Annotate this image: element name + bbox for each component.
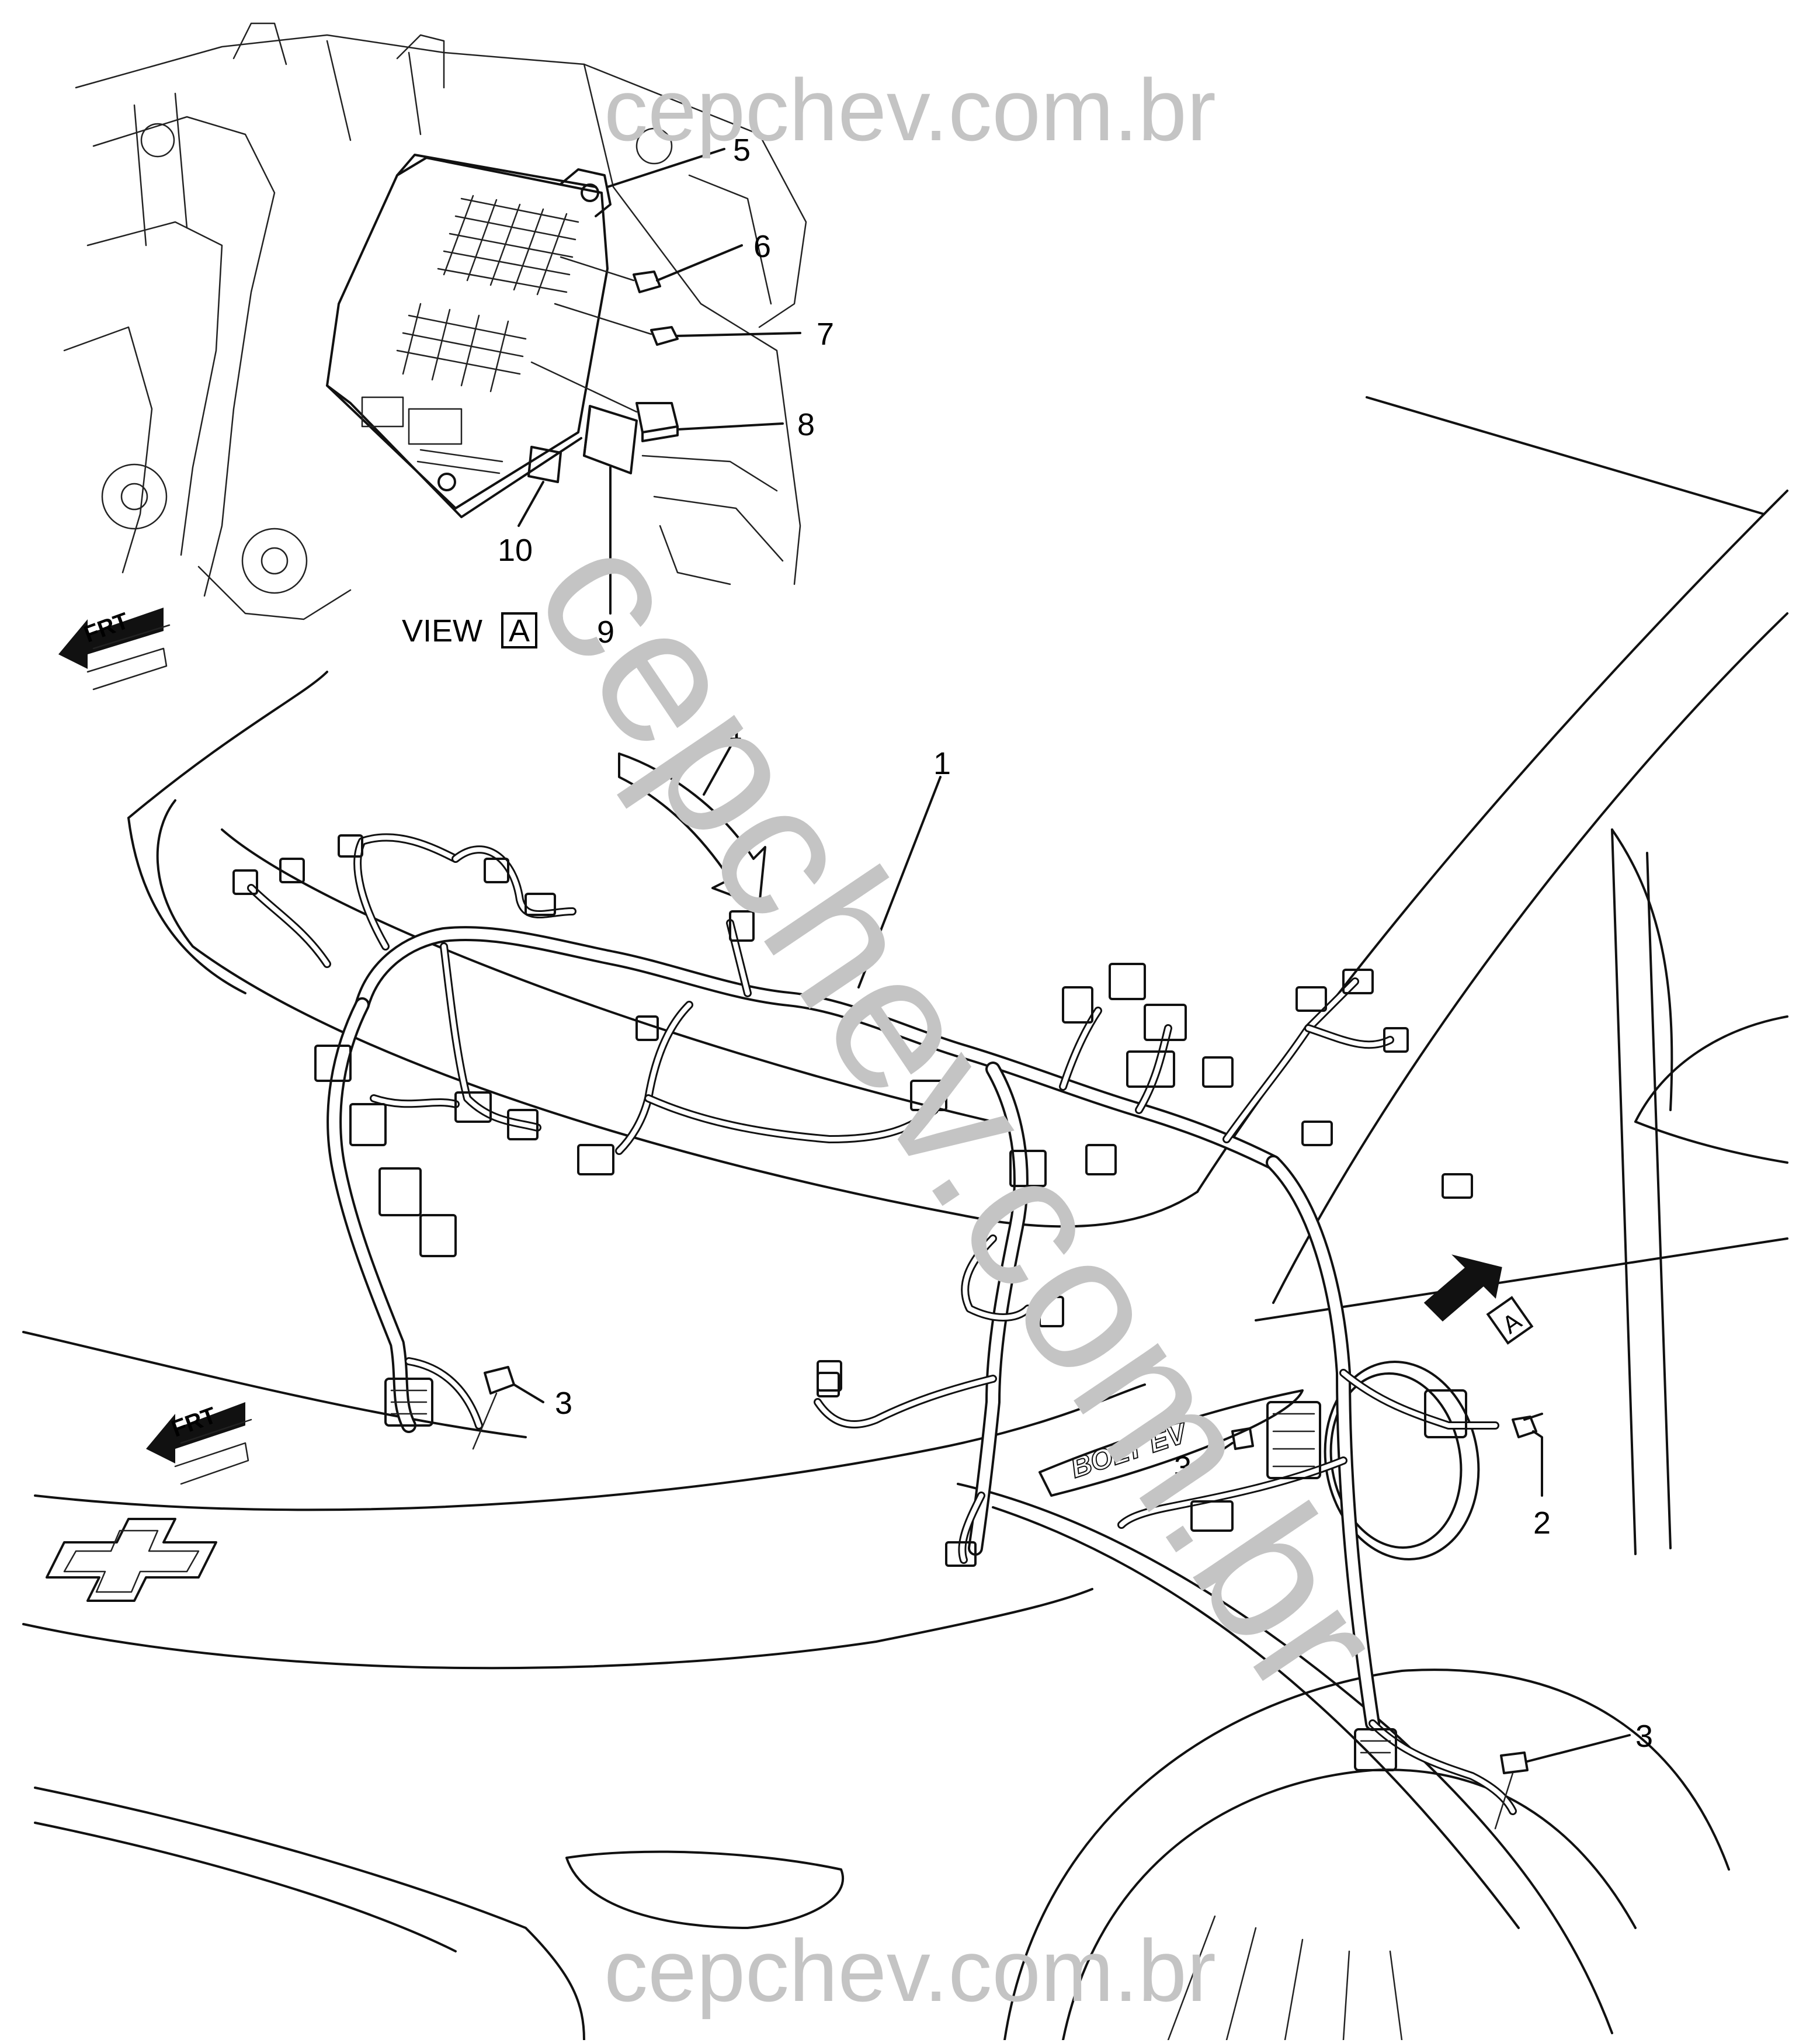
callout-2: 2 xyxy=(1533,1506,1551,1541)
harness-connectors xyxy=(232,834,1473,1771)
watermarks: cepchev.com.br cepchev.com.br cepchev.co… xyxy=(494,61,1427,2020)
view-a-label: VIEW A xyxy=(402,612,537,648)
wiring-harness-1 xyxy=(232,833,1517,1815)
retainer-clip-3a xyxy=(472,1366,515,1450)
callout-4: 4 xyxy=(724,717,742,752)
view-label-text: VIEW xyxy=(402,613,482,648)
watermark-bottom: cepchev.com.br xyxy=(604,1921,1216,2020)
relay-8 xyxy=(635,402,679,442)
callout-labels: 5 6 7 8 9 10 4 1 3 3 2 3 xyxy=(498,133,1653,1754)
chevrolet-logo xyxy=(46,1518,217,1602)
frt-indicator-top: FRT xyxy=(58,608,171,691)
fuse-part-6 xyxy=(633,270,661,293)
fuse-grid xyxy=(361,195,579,474)
view-arrow-4 xyxy=(618,752,766,907)
retainer-clip-3c xyxy=(1494,1751,1529,1830)
relay-10 xyxy=(527,446,562,483)
fender-opening xyxy=(1324,1361,1480,1560)
bolt-2 xyxy=(1512,1413,1543,1438)
callout-5: 5 xyxy=(733,133,751,168)
fuse-part-7 xyxy=(650,326,679,346)
callout-3a: 3 xyxy=(555,1386,572,1421)
callout-6: 6 xyxy=(753,229,771,264)
callout-8: 8 xyxy=(797,407,815,442)
callout-10: 10 xyxy=(498,533,533,568)
view-a-detail xyxy=(63,22,807,620)
background-bracket xyxy=(63,22,807,620)
view-a-direction-arrow: A xyxy=(1423,1254,1534,1345)
callout-3c: 3 xyxy=(1635,1719,1653,1754)
frt-indicator-bottom: FRT xyxy=(146,1402,252,1485)
callout-leaders xyxy=(513,148,1631,1763)
callout-7: 7 xyxy=(817,317,834,352)
relay-9 xyxy=(583,405,638,474)
fuse-block xyxy=(326,154,612,518)
view-label-box: A xyxy=(509,613,530,648)
watermark-top: cepchev.com.br xyxy=(604,61,1216,159)
callout-1: 1 xyxy=(933,746,951,781)
callout-3b: 3 xyxy=(1174,1450,1192,1485)
callout-9: 9 xyxy=(597,615,614,650)
retainer-clip-3b xyxy=(1231,1427,1254,1450)
